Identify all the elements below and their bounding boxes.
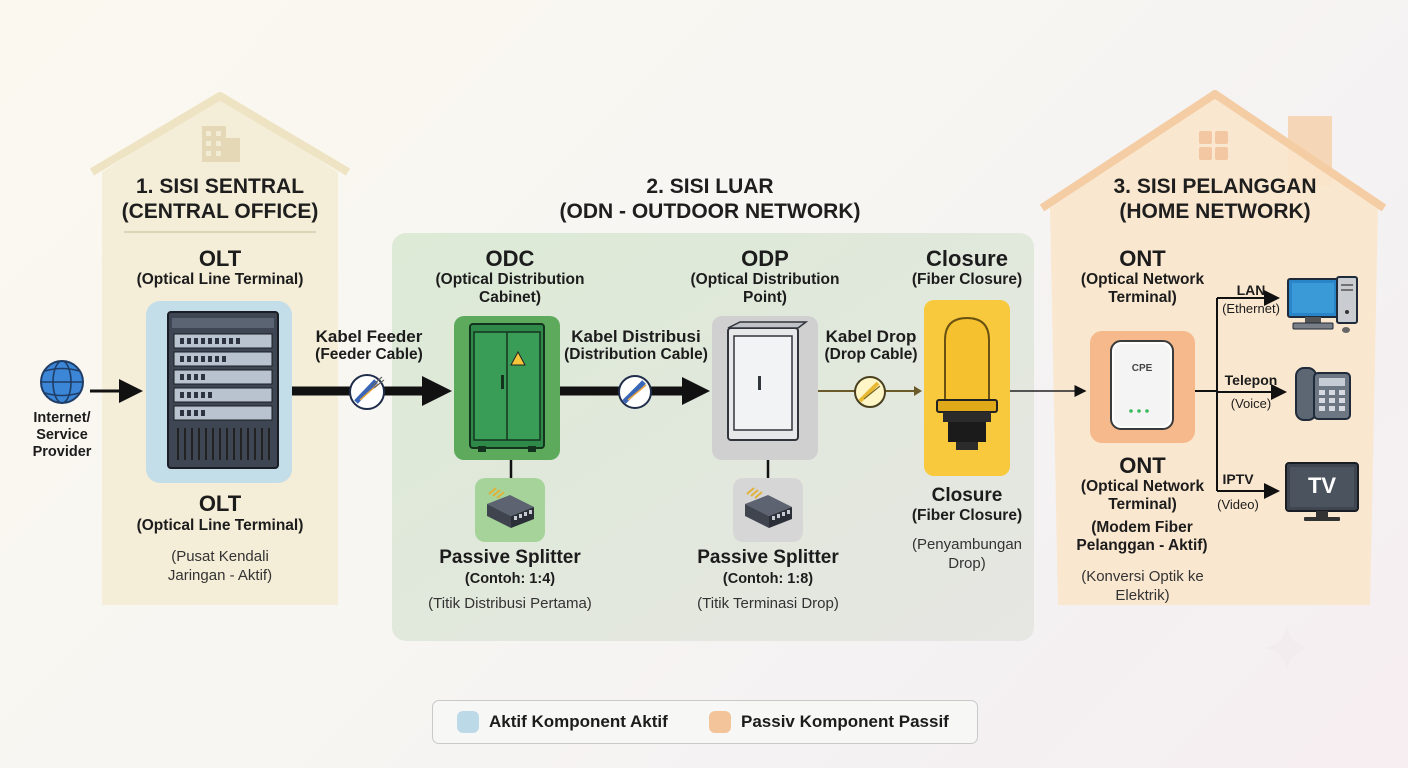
ont-device-label: CPE <box>1131 363 1153 374</box>
ont-bottom-full: (Optical Network Terminal) <box>1080 478 1205 513</box>
globe-icon <box>40 360 84 404</box>
output-telepon-sub: (Voice) <box>1230 396 1272 411</box>
odc-full: (Optical Distribution Cabinet) <box>435 271 585 306</box>
distribution-cable-label: Kabel Distribusi (Distribution Cable) <box>558 327 714 364</box>
outside-title-line1: 2. SISI LUAR <box>646 175 774 198</box>
ont-output-branches <box>1195 290 1287 499</box>
internet-label: Internet/ Service Provider <box>32 410 92 460</box>
ont-modem-label: (Modem Fiber Pelanggan - Aktif) <box>1076 519 1208 554</box>
tv-icon <box>1285 462 1359 521</box>
output-telepon-name: Telepon <box>1224 372 1278 388</box>
closure-bottom-name: Closure <box>931 485 1003 506</box>
odc-name: ODC <box>485 246 535 271</box>
odc-splitter-label: Passive Splitter <box>439 547 581 568</box>
output-telepon: Telepon (Voice) <box>1214 372 1288 412</box>
odp-name: ODP <box>741 246 789 271</box>
feeder-cable-sub: (Feeder Cable) <box>315 346 423 363</box>
outside-title-line2: (ODN - OUTDOOR NETWORK) <box>559 200 861 223</box>
odp-cabinet-icon <box>727 321 809 441</box>
closure-bottom-full: (Fiber Closure) <box>911 507 1023 524</box>
distribution-cable-icon <box>618 375 652 409</box>
legend-passive-swatch <box>709 711 731 733</box>
closure-icon <box>936 316 998 450</box>
output-lan-sub: (Ethernet) <box>1222 301 1280 316</box>
ont-device-icon <box>1110 340 1174 430</box>
closure-note: (Penyambungan Drop) <box>911 536 1023 572</box>
drop-cable-sub: (Drop Cable) <box>824 346 918 363</box>
sparkle-icon <box>1264 625 1310 671</box>
output-lan: LAN (Ethernet) <box>1214 282 1288 317</box>
ont-note: (Konversi Optik ke Elektrik) <box>1081 568 1204 604</box>
window-icon <box>1199 131 1228 160</box>
olt-rack-icon <box>167 311 279 469</box>
odp-full: (Optical Distribution Point) <box>690 271 840 306</box>
legend: Aktif Komponent Aktif Passiv Komponent P… <box>432 700 978 744</box>
olt-bottom-full: (Optical Line Terminal) <box>136 517 304 534</box>
odp-splitter-icon <box>745 487 792 528</box>
central-title-line2: (CENTRAL OFFICE) <box>121 200 319 223</box>
odp-splitter-ratio: (Contoh: 1:8) <box>722 571 814 587</box>
tv-label: TV <box>1307 473 1337 498</box>
drop-cable-label: Kabel Drop (Drop Cable) <box>818 327 924 364</box>
ont-top-name: ONT <box>1119 246 1166 271</box>
ont-bottom-name: ONT <box>1119 453 1166 478</box>
telephone-icon <box>1295 367 1351 421</box>
output-iptv-name: IPTV <box>1222 471 1254 487</box>
odc-cabinet-icon <box>469 323 545 452</box>
odp-splitter-label: Passive Splitter <box>697 547 839 568</box>
olt-bottom-name: OLT <box>198 491 242 516</box>
olt-top-full: (Optical Line Terminal) <box>136 271 304 288</box>
outside-section-title: 2. SISI LUAR (ODN - OUTDOOR NETWORK) <box>500 174 920 224</box>
legend-active-swatch <box>457 711 479 733</box>
central-section-title: 1. SISI SENTRAL (CENTRAL OFFICE) <box>100 174 340 224</box>
closure-top-name: Closure <box>926 246 1008 271</box>
output-iptv: IPTV (Video) <box>1214 471 1262 513</box>
ont-top-full: (Optical Network Terminal) <box>1080 271 1205 306</box>
drop-cable-name: Kabel Drop <box>825 327 917 346</box>
legend-passive-text: Passiv Komponent Passif <box>741 712 949 731</box>
odc-splitter-icon <box>487 487 534 528</box>
olt-top-name: OLT <box>198 246 242 271</box>
legend-active-text: Aktif Komponent Aktif <box>489 712 668 731</box>
central-title-line1: 1. SISI SENTRAL <box>135 175 305 198</box>
output-iptv-sub: (Video) <box>1217 497 1259 512</box>
output-lan-name: LAN <box>1236 282 1266 298</box>
olt-note: (Pusat Kendali Jaringan - Aktif) <box>167 548 273 584</box>
customer-title-line1: 3. SISI PELANGGAN <box>1113 175 1317 198</box>
feeder-cable-icon <box>349 374 385 410</box>
customer-title-line2: (HOME NETWORK) <box>1119 200 1311 223</box>
feeder-cable-name: Kabel Feeder <box>315 327 423 346</box>
odc-splitter-ratio: (Contoh: 1:4) <box>464 571 556 587</box>
building-icon <box>202 126 240 162</box>
feeder-cable-label: Kabel Feeder (Feeder Cable) <box>296 327 442 364</box>
closure-top-full: (Fiber Closure) <box>911 271 1023 288</box>
customer-section-title: 3. SISI PELANGGAN (HOME NETWORK) <box>1080 174 1350 224</box>
distribution-cable-name: Kabel Distribusi <box>571 327 701 346</box>
odp-note: (Titik Terminasi Drop) <box>697 595 839 612</box>
drop-cable-icon <box>854 376 886 408</box>
computer-icon <box>1287 276 1358 333</box>
odc-note: (Titik Distribusi Pertama) <box>428 595 592 612</box>
distribution-cable-sub: (Distribution Cable) <box>564 346 708 363</box>
